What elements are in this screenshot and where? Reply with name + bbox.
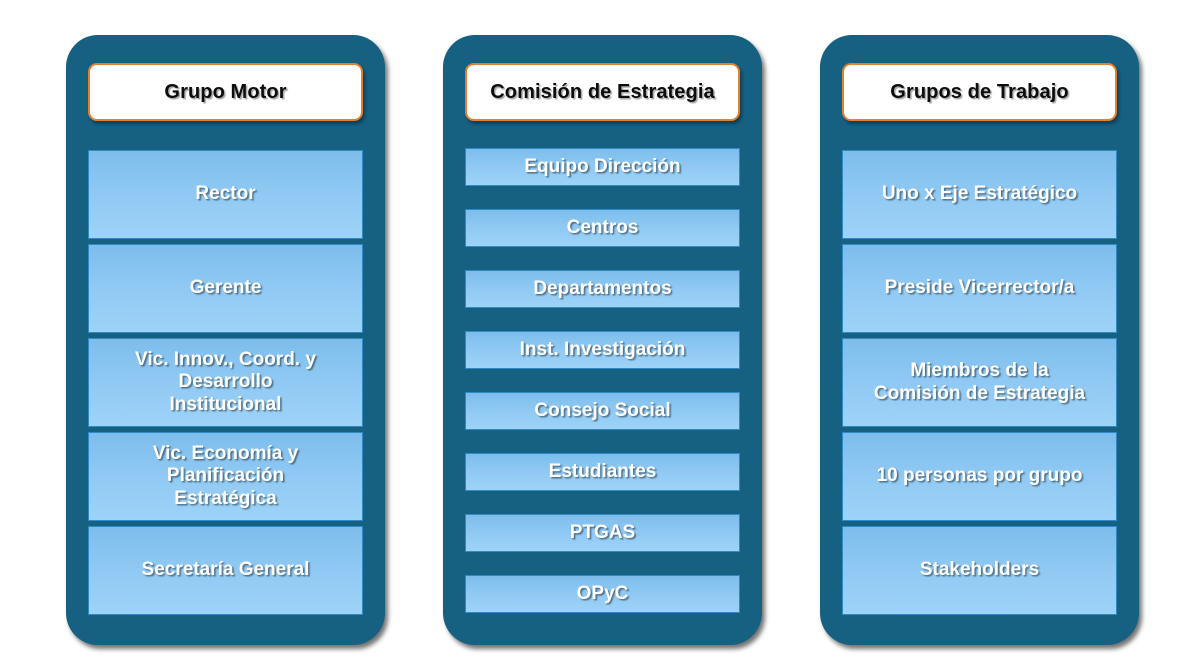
item-label: Stakeholders: [919, 559, 1040, 581]
panel-comision-de-estrategia: Comisión de Estrategia Equipo Dirección …: [443, 35, 762, 645]
item-label: Equipo Dirección: [524, 155, 681, 177]
item-label: PTGAS: [569, 521, 636, 543]
item-label: Centros: [566, 216, 639, 238]
list-item: Estudiantes: [465, 453, 740, 491]
item-label: Vic. Innov., Coord. y Desarrollo Institu…: [135, 349, 316, 415]
panel-title-label: Grupos de Trabajo: [890, 81, 1069, 103]
list-item: Rector: [88, 150, 363, 239]
item-label: 10 personas por grupo: [876, 465, 1083, 487]
panel-title-grupos-de-trabajo: Grupos de Trabajo: [842, 63, 1117, 121]
item-label: Inst. Investigación: [519, 338, 686, 360]
list-item: Equipo Dirección: [465, 148, 740, 186]
item-label: Gerente: [189, 277, 262, 299]
item-label: Uno x Eje Estratégico: [881, 183, 1078, 205]
list-item: Secretaría General: [88, 526, 363, 615]
item-label: Estudiantes: [548, 460, 657, 482]
panel-items-grupo-motor: Rector Gerente Vic. Innov., Coord. y Des…: [88, 150, 363, 615]
list-item: Stakeholders: [842, 526, 1117, 615]
list-item: Miembros de la Comisión de Estrategia: [842, 338, 1117, 427]
list-item: Uno x Eje Estratégico: [842, 150, 1117, 239]
list-item: PTGAS: [465, 514, 740, 552]
panel-grupo-motor: Grupo Motor Rector Gerente Vic. Innov., …: [66, 35, 385, 645]
list-item: Preside Vicerrector/a: [842, 244, 1117, 333]
list-item: Inst. Investigación: [465, 331, 740, 369]
item-label: Consejo Social: [534, 399, 671, 421]
panel-items-grupos-de-trabajo: Uno x Eje Estratégico Preside Vicerrecto…: [842, 150, 1117, 615]
item-label: Miembros de la Comisión de Estrategia: [873, 360, 1086, 404]
panel-grupos-de-trabajo: Grupos de Trabajo Uno x Eje Estratégico …: [820, 35, 1139, 645]
panel-title-grupo-motor: Grupo Motor: [88, 63, 363, 121]
item-label: OPyC: [576, 582, 629, 604]
item-label: Vic. Economía y Planificación Estratégic…: [152, 443, 299, 509]
panel-items-comision-de-estrategia: Equipo Dirección Centros Departamentos I…: [465, 148, 740, 613]
item-label: Secretaría General: [141, 559, 310, 581]
list-item: OPyC: [465, 575, 740, 613]
list-item: Consejo Social: [465, 392, 740, 430]
list-item: Centros: [465, 209, 740, 247]
item-label: Preside Vicerrector/a: [884, 277, 1075, 299]
item-label: Rector: [195, 183, 256, 205]
item-label: Departamentos: [533, 277, 672, 299]
panel-title-label: Comisión de Estrategia: [490, 81, 715, 103]
panel-title-comision-de-estrategia: Comisión de Estrategia: [465, 63, 740, 121]
list-item: Vic. Economía y Planificación Estratégic…: [88, 432, 363, 521]
list-item: Departamentos: [465, 270, 740, 308]
list-item: Gerente: [88, 244, 363, 333]
list-item: 10 personas por grupo: [842, 432, 1117, 521]
list-item: Vic. Innov., Coord. y Desarrollo Institu…: [88, 338, 363, 427]
panel-title-label: Grupo Motor: [164, 81, 287, 103]
